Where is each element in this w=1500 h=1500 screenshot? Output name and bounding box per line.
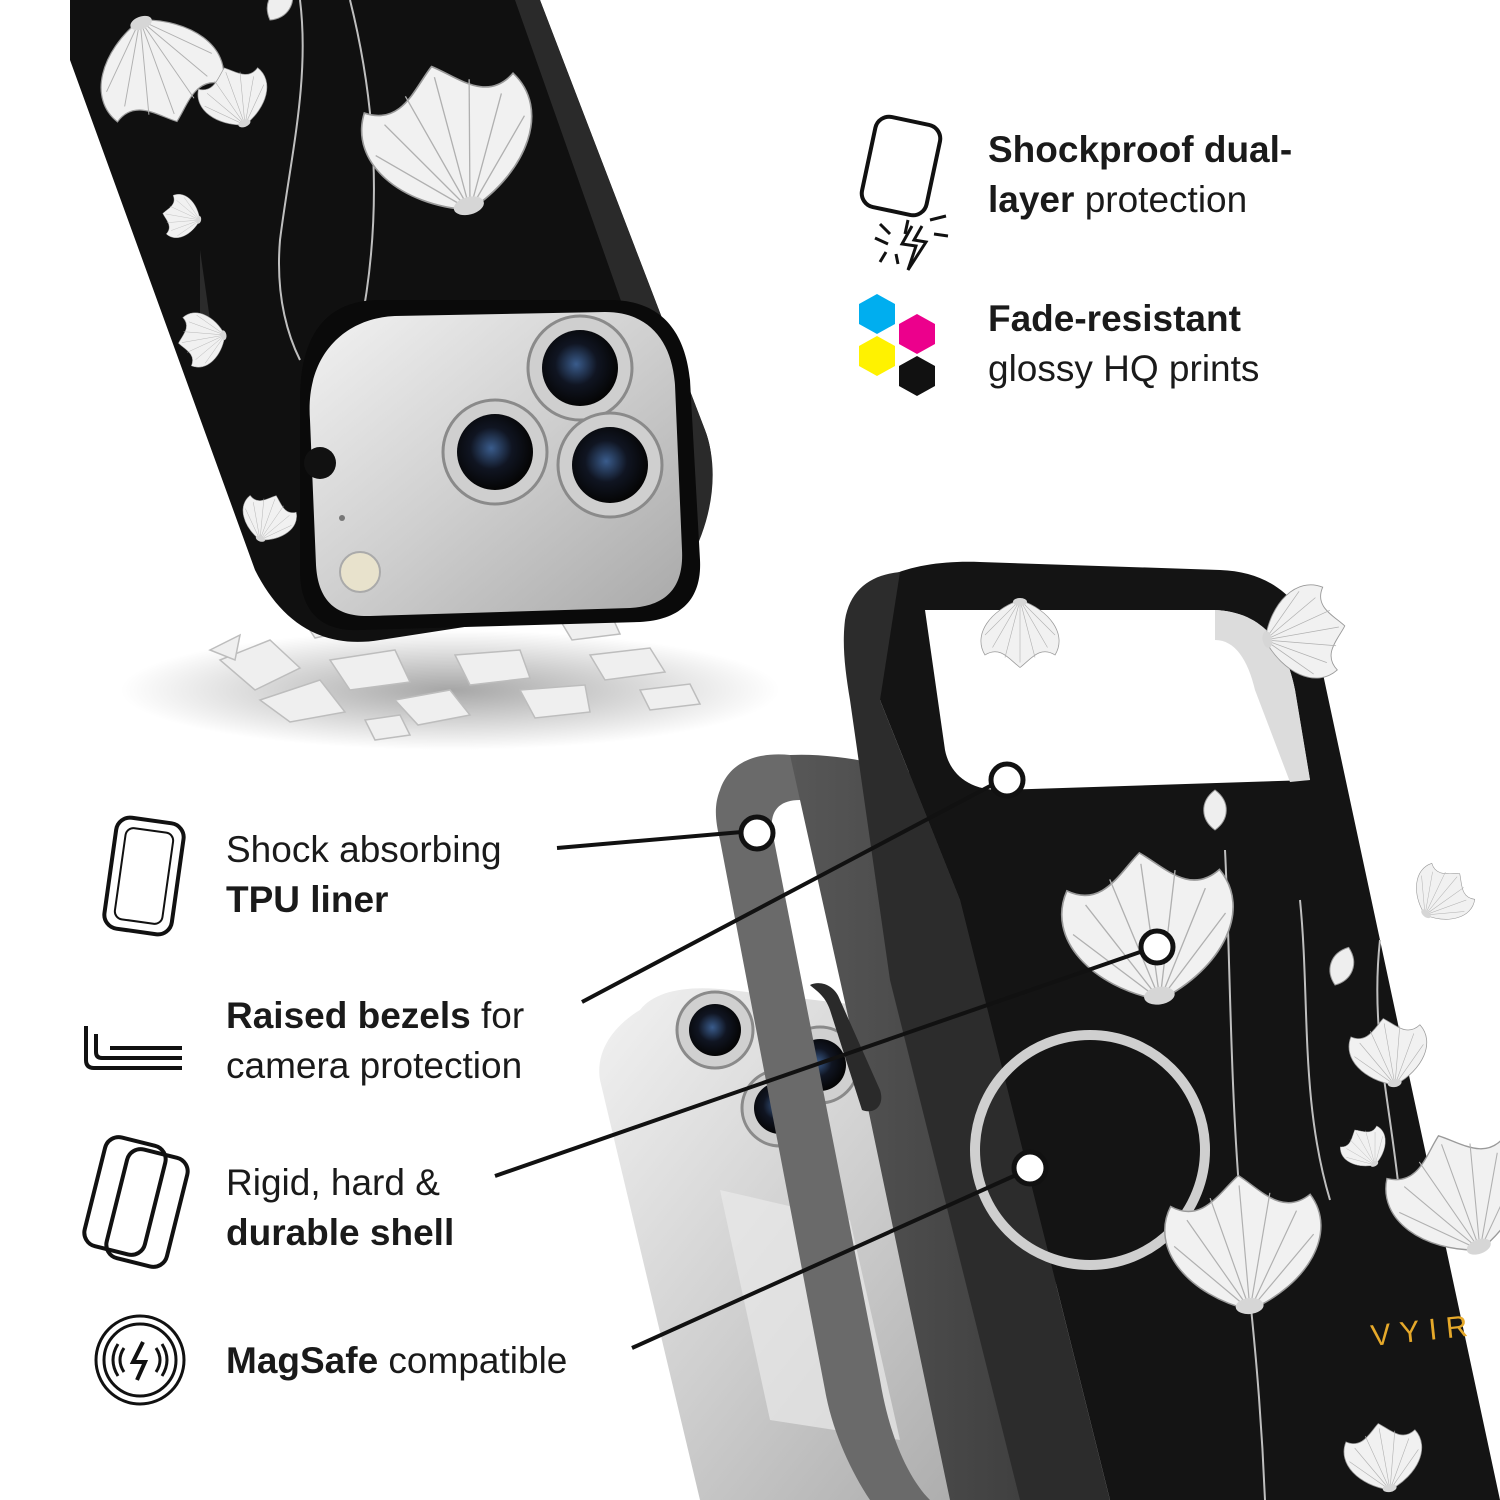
feature-shockproof: Shockproof dual- layer protection [988, 129, 1293, 220]
rigid-shell-icon [82, 1135, 190, 1269]
callout-magsafe: MagSafe compatible [226, 1340, 568, 1381]
top-case-floral-print [79, 0, 596, 603]
top-phone-lenses [304, 314, 664, 593]
magsafe-ring [970, 1030, 1210, 1270]
callout-tpu-liner: Shock absorbing TPU liner [226, 829, 502, 920]
tpu-liner-icon [102, 815, 186, 937]
callout-raised-bezels: Raised bezels for camera protection [226, 995, 525, 1086]
callout-rigid-shell: Rigid, hard & durable shell [226, 1162, 455, 1253]
callout-lines [494, 783, 1144, 1350]
shockproof-icon [859, 114, 949, 271]
cmyk-icon [859, 294, 935, 396]
feature-fade-resistant: Fade-resistant glossy HQ prints [988, 298, 1260, 389]
hard-shell [856, 561, 1500, 1500]
shell-floral-print [980, 579, 1500, 1500]
magsafe-icon [94, 1314, 186, 1406]
callout-dots [738, 761, 1176, 1187]
raised-bezel-icon [84, 1026, 182, 1070]
